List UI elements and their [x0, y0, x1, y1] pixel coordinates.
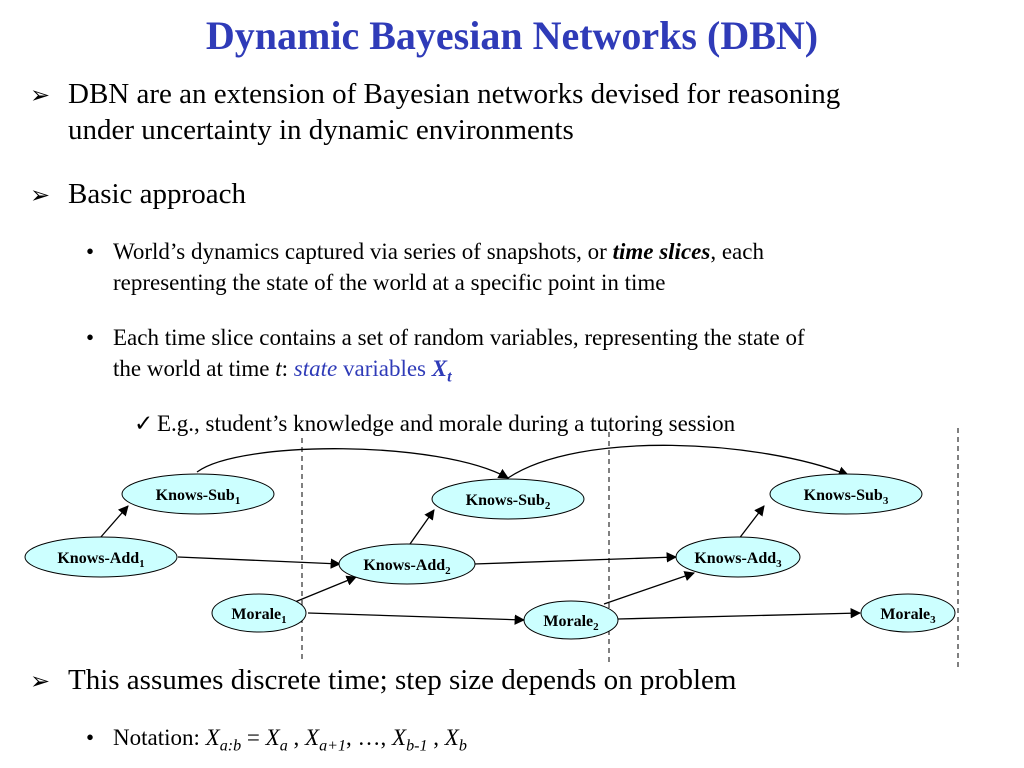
- notation-var: X: [205, 725, 220, 750]
- svg-text:Knows-Add2: Knows-Add2: [363, 557, 451, 577]
- notation-comma: ,: [287, 725, 305, 750]
- slide-title: Dynamic Bayesian Networks (DBN): [205, 13, 819, 58]
- node-label: Knows-Sub: [466, 492, 545, 509]
- arc-add1-sub1: [99, 505, 129, 539]
- sub-1-pre: World’s dynamics captured via series of …: [113, 239, 613, 264]
- sub-1-line2: representing the state of the world at a…: [113, 270, 666, 295]
- node-subscript: 3: [930, 614, 936, 626]
- arc-add2-add3: [473, 552, 678, 565]
- svg-text:Knows-Add3: Knows-Add3: [694, 550, 782, 570]
- node-label: Knows-Add: [694, 550, 776, 567]
- sub-2-line1: Each time slice contains a set of random…: [113, 325, 805, 350]
- node-label: Knows-Add: [363, 557, 445, 574]
- dot-bullet-icon: •: [86, 725, 95, 750]
- bullet-1-line1: DBN are an extension of Bayesian network…: [68, 78, 841, 110]
- node-knows-add-1: Knows-Add1: [24, 536, 178, 578]
- notation-line: Notation: Xa:b = Xa , Xa+1, …, Xb-1 , Xb: [113, 722, 467, 762]
- arc-knows-sub-1-2: [196, 448, 509, 479]
- notation-label: Notation:: [113, 725, 206, 750]
- dot-bullet-icon: •: [86, 239, 95, 264]
- notation-sub: b-1: [406, 737, 428, 755]
- sub-1-emph: time slices: [612, 239, 711, 264]
- notation-var: X: [305, 725, 320, 750]
- bullet-2-text: Basic approach: [68, 178, 246, 210]
- sub-2-X: X: [431, 356, 448, 381]
- arc-add1-add2: [177, 556, 342, 569]
- svg-text:Morale1: Morale1: [231, 606, 286, 626]
- sub-bullet-1: World’s dynamics captured via series of …: [113, 236, 1013, 298]
- notation-eq: =: [241, 725, 266, 750]
- sub-2-t: t: [275, 356, 282, 381]
- svg-text:Knows-Sub3: Knows-Sub3: [804, 487, 889, 507]
- sub-2-state: state: [293, 356, 338, 381]
- arc-add3-sub3: [737, 505, 765, 541]
- node-label: Knows-Sub: [804, 487, 883, 504]
- notation-var: X: [265, 725, 280, 750]
- arrow-bullet-icon: ➢: [30, 83, 51, 109]
- node-label: Morale: [543, 613, 593, 630]
- bullet-1-text: DBN are an extension of Bayesian network…: [68, 76, 1008, 148]
- bullet-1-line2: under uncertainty in dynamic environment…: [68, 114, 574, 146]
- node-knows-add-3: Knows-Add3: [675, 536, 801, 578]
- arrow-bullet-icon: ➢: [30, 183, 51, 209]
- node-subscript: 2: [445, 565, 451, 577]
- dbn-diagram: Knows-Sub1 Knows-Add1 Morale1 Knows-Sub2…: [24, 428, 959, 670]
- notation-sub: a:b: [219, 737, 242, 755]
- node-morale-2: Morale2: [523, 600, 619, 640]
- node-subscript: 1: [139, 558, 145, 570]
- svg-text:Knows-Sub1: Knows-Sub1: [156, 487, 241, 507]
- sub-bullet-2: Each time slice contains a set of random…: [113, 322, 1013, 393]
- node-label: Knows-Sub: [156, 487, 235, 504]
- node-morale-3: Morale3: [860, 593, 956, 633]
- arc-knows-sub-2-3: [507, 444, 849, 479]
- node-subscript: 1: [281, 614, 287, 626]
- arrow-bullet-icon: ➢: [30, 669, 51, 695]
- notation-sub: a+1: [319, 737, 347, 755]
- sub-2-colon: :: [281, 356, 294, 381]
- arc-morale1-morale2: [307, 612, 526, 625]
- node-subscript: 1: [235, 495, 241, 507]
- notation-dots: , …,: [346, 725, 393, 750]
- svg-text:Morale3: Morale3: [880, 606, 936, 626]
- sub-2-variables: variables: [337, 356, 432, 381]
- node-label: Morale: [880, 606, 930, 623]
- notation-sub: a: [279, 737, 288, 755]
- node-morale-1: Morale1: [211, 593, 307, 633]
- arc-morale1-add2: [289, 575, 357, 605]
- notation-comma: ,: [427, 725, 445, 750]
- node-label: Morale: [231, 606, 281, 623]
- node-subscript: 3: [776, 558, 782, 570]
- notation-var: X: [444, 725, 459, 750]
- node-subscript: 2: [593, 621, 599, 633]
- arc-morale2-morale3: [617, 608, 862, 620]
- node-subscript: 2: [545, 500, 551, 512]
- node-knows-sub-1: Knows-Sub1: [121, 473, 275, 515]
- node-subscript: 3: [883, 495, 889, 507]
- node-knows-sub-2: Knows-Sub2: [431, 478, 585, 520]
- notation-var: X: [392, 725, 407, 750]
- node-knows-add-2: Knows-Add2: [338, 543, 476, 585]
- checkmark-icon: ✓: [134, 411, 154, 436]
- svg-text:Knows-Sub2: Knows-Sub2: [466, 492, 551, 512]
- sub-1-post: , each: [710, 239, 764, 264]
- arc-add2-sub2: [409, 509, 435, 545]
- node-label: Knows-Add: [57, 550, 139, 567]
- notation-sub: b: [458, 737, 467, 755]
- arc-morale2-add3: [603, 571, 695, 605]
- sub-2-line2-pre: the world at time: [113, 356, 276, 381]
- svg-text:Morale2: Morale2: [543, 613, 599, 633]
- svg-text:Knows-Add1: Knows-Add1: [57, 550, 144, 570]
- dot-bullet-icon: •: [86, 325, 95, 350]
- bullet-3-text: This assumes discrete time; step size de…: [68, 664, 737, 696]
- node-knows-sub-3: Knows-Sub3: [769, 473, 923, 515]
- sub-2-Xsub: t: [447, 368, 452, 386]
- check-item-text: E.g., student’s knowledge and morale dur…: [157, 411, 736, 436]
